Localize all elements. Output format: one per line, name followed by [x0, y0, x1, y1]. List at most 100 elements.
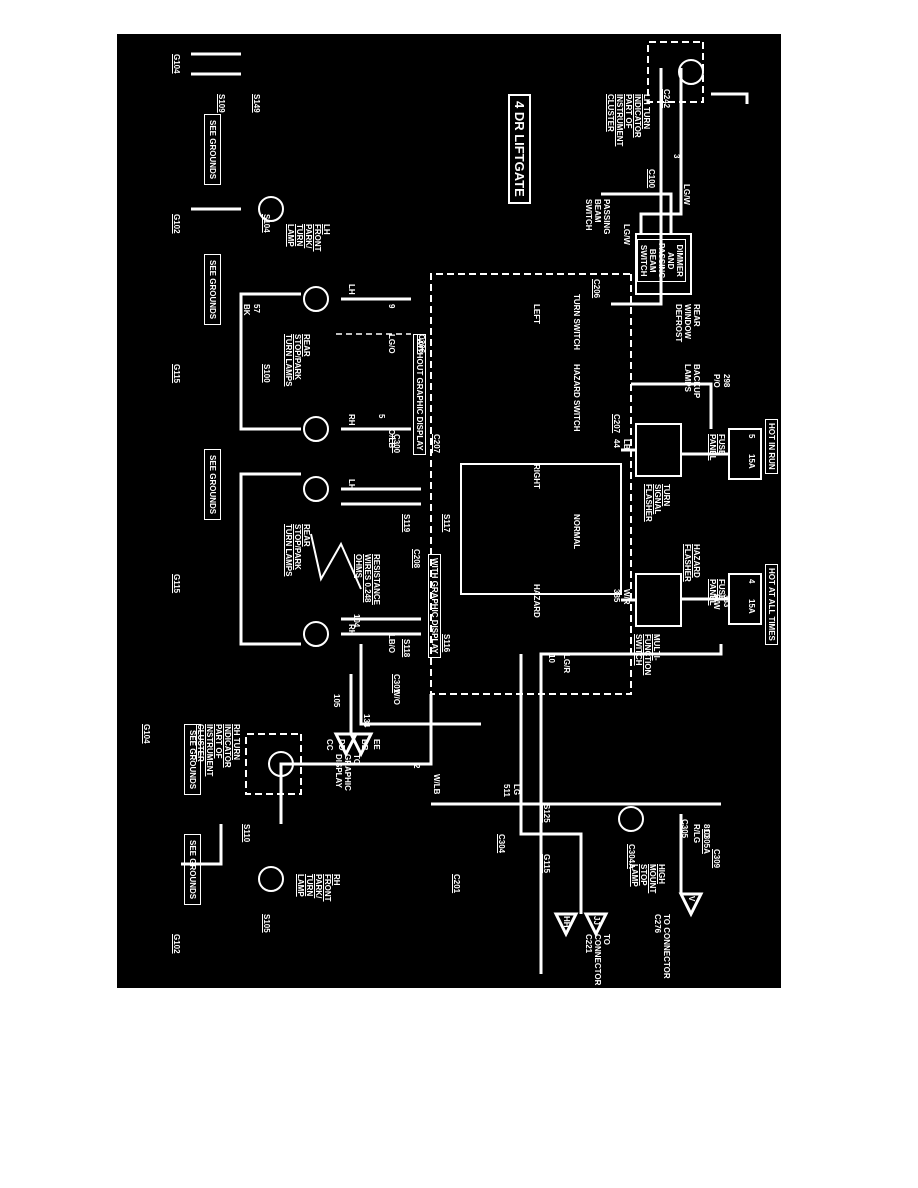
see-grounds-5: SEE GROUNDS: [184, 834, 201, 906]
wire-lgw-label-2: LG/W: [622, 224, 631, 245]
splice-s125: S125: [542, 804, 551, 823]
wire-lg-label: LG: [512, 784, 521, 796]
wire-lgw-3b: [611, 68, 663, 306]
rh-rear-bulb: [303, 416, 329, 442]
see-grounds-4: SEE GROUNDS: [184, 724, 201, 796]
wire-flasher-to-switch: [621, 448, 636, 602]
splice-s118: S118: [402, 639, 411, 658]
hazard-switch-box: [460, 463, 622, 595]
wire-lh-indicator: [711, 92, 749, 104]
left-label: LEFT: [532, 304, 541, 324]
terminal-bb: BB: [360, 739, 369, 751]
multifunction-label: MULTI- FUNCTION SWITCH: [634, 634, 661, 676]
rear-stop-lamps-label: REAR STOP/PARK TURN LAMPS: [284, 334, 311, 387]
diagram-stage: 4 DR LIFTGATE HOT IN RUN FUSE PANEL 5 15…: [117, 34, 781, 988]
splice-s149: S149: [252, 94, 261, 113]
to-connector-c221-label: TO CONNECTOR C221: [584, 934, 611, 986]
fuse-all-header: HOT AT ALL TIMES: [765, 564, 778, 645]
splice-s116: S116: [442, 634, 451, 653]
ground-g115: G115: [172, 364, 181, 384]
lh-front-lamp-label: LH FRONT PARK/ TURN LAMP: [286, 224, 331, 252]
connector-c207-b: C207: [432, 434, 441, 454]
wire-fuse-to-flasher: [681, 452, 729, 601]
fuse-all-box: [728, 573, 762, 625]
wire-lgr-label: LG/R: [562, 654, 571, 674]
stop-lamp-bulb: [618, 806, 644, 832]
fuse-run-amps: 15A: [747, 454, 756, 469]
circuit-9: 9: [387, 304, 396, 309]
wire-dimmer: [601, 192, 673, 234]
dimmer-box: [635, 233, 692, 295]
wire-rw-label: R/W: [712, 594, 721, 610]
rear-stop-lamps-label-2: REAR STOP/PARK TURN LAMPS: [284, 524, 311, 577]
turn-switch-label: TURN SWITCH: [572, 294, 581, 350]
wiring-diagram: 4 DR LIFTGATE HOT IN RUN FUSE PANEL 5 15…: [117, 34, 781, 988]
connector-c242-lh: C242: [662, 89, 671, 109]
fuse-run-num: 5: [747, 434, 756, 439]
ground-g115-c: G115: [542, 854, 551, 874]
lh-rear-label: LH: [347, 284, 356, 295]
ground-g102-b: G102: [172, 934, 181, 954]
rh-indicator-bulb: [268, 751, 294, 777]
circuit-134: 134: [362, 714, 371, 728]
fuse-run-header: HOT IN RUN: [765, 419, 778, 474]
rh-indicator-box: [245, 733, 302, 795]
see-grounds-3: SEE GROUNDS: [204, 449, 221, 521]
circuit-810: 810: [702, 824, 711, 838]
wire-to-graphic: [349, 644, 481, 734]
connector-c100: C100: [647, 169, 656, 189]
terminal-dd: DD: [337, 739, 346, 751]
arrow-graphic-display: [333, 732, 374, 758]
circuit-105: 105: [332, 694, 341, 708]
wire-lgo-graphic: [341, 487, 421, 506]
splice-s105: S105: [262, 914, 271, 933]
wire-olb-graphic: [341, 617, 421, 636]
connector-c201: C201: [452, 874, 461, 894]
ground-g102: G102: [172, 214, 181, 234]
resistance-zigzag: [310, 533, 362, 590]
wire-lgr-10: [539, 644, 723, 974]
terminal-ee: EE: [372, 739, 381, 750]
circuit-104: 104: [352, 614, 361, 628]
lh-indicator-bulb: [678, 59, 704, 85]
splice-s100: S100: [262, 364, 271, 383]
fuse-run-box: [728, 428, 762, 480]
right-label: RIGHT: [532, 464, 541, 489]
wire-wlb-label: W/LB: [432, 774, 441, 795]
splice-s119: S119: [402, 514, 411, 533]
wire-rh-front: [181, 824, 223, 866]
wire-810: [431, 802, 721, 894]
splice-s117: S117: [442, 514, 451, 533]
lh-indicator-box: [647, 41, 704, 103]
circuit-44: 44: [612, 439, 621, 448]
circuit-57: 57: [252, 304, 261, 313]
rh-rear-label: RH: [347, 414, 356, 426]
terminal-hh: HH: [562, 916, 571, 928]
rh-front-lamp-label: RH FRONT PARK/ TURN LAMP: [296, 874, 341, 902]
terminal-jj: JJ: [592, 916, 601, 925]
arrow-connector-c276: [678, 892, 704, 918]
switch-box-outline: [430, 273, 632, 695]
hazard-flasher-label: HAZARD FLASHER: [683, 544, 701, 582]
turn-flasher-label: TURN SIGNAL FLASHER: [644, 484, 671, 522]
wire-lb-label: LB: [622, 439, 631, 450]
circuit-5: 5: [377, 414, 386, 419]
rh-front-bulb: [258, 866, 284, 892]
wire-lgw-label: LG/W: [682, 184, 691, 205]
lh-front-bulb: [258, 196, 284, 222]
splice-s110: S110: [242, 824, 251, 843]
diagram-title: 4 DR LIFTGATE: [508, 94, 531, 204]
to-connector-c276-label: TO CONNECTOR C276: [653, 914, 671, 979]
fuse-run-name: FUSE PANEL: [708, 434, 726, 461]
terminal-v: V: [687, 896, 696, 902]
wire-rlg-label: R/LG: [692, 824, 701, 844]
connector-c309: C309: [712, 849, 721, 869]
wire-lbo-label: LB/O: [387, 634, 396, 654]
with-graphic-label: WITH GRAPHIC DISPLAY: [428, 554, 441, 658]
ground-g115-b: G115: [172, 574, 181, 594]
wire-298: [631, 382, 713, 429]
wire-lg-511: [519, 654, 583, 914]
see-grounds-1: SEE GROUNDS: [204, 114, 221, 186]
connector-c304a: C304A: [627, 844, 636, 869]
lh-turn-indicator-label: LH TURN INDICATOR PART OF INSTRUMENT CLU…: [606, 94, 651, 147]
